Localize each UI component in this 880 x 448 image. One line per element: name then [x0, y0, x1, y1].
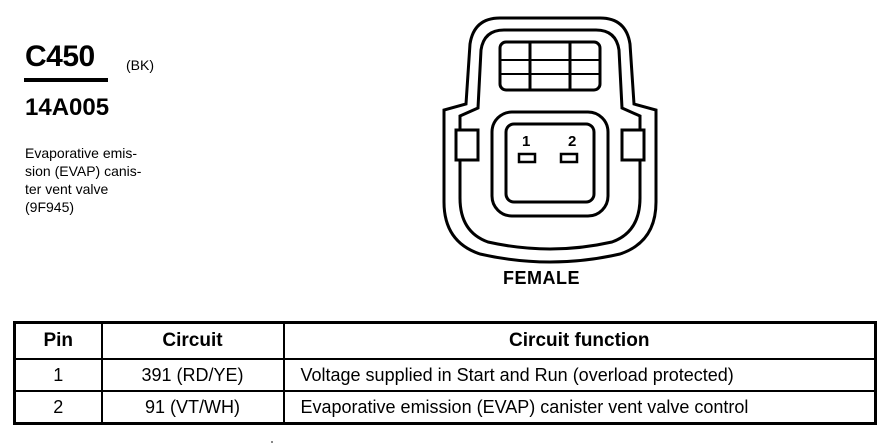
- connector-id: C450: [25, 40, 95, 73]
- view-label: FEMALE: [503, 268, 580, 288]
- connector-face-diagram: 1 2: [442, 16, 658, 264]
- description-line: ter vent valve: [25, 181, 109, 197]
- table-row: 2 91 (VT/WH) Evaporative emission (EVAP)…: [13, 390, 877, 425]
- pin-1-terminal: [517, 152, 537, 164]
- description-line: Evaporative emis-: [25, 145, 138, 161]
- cell-pin: 2: [13, 390, 103, 425]
- pin-table: Pin Circuit Circuit function 1 391 (RD/Y…: [13, 321, 877, 425]
- description-line: sion (EVAP) canis-: [25, 163, 142, 179]
- header-pin: Pin: [13, 321, 103, 360]
- pin-cavity-outer: [490, 110, 610, 218]
- description-line: (9F945): [25, 199, 75, 215]
- pin-2-terminal: [559, 152, 579, 164]
- connector-housing-outer: [442, 16, 658, 264]
- side-tab-left: [454, 128, 480, 162]
- pin-2-label: 2: [568, 133, 576, 150]
- part-number: 14A005: [25, 94, 110, 121]
- pin-cavity-inner: [504, 122, 596, 204]
- component-description: Evaporative emis- sion (EVAP) canis- ter…: [25, 144, 175, 216]
- cell-circuit: 91 (VT/WH): [100, 390, 285, 425]
- color-code: (BK): [126, 57, 154, 73]
- cell-function: Evaporative emission (EVAP) canister ven…: [282, 390, 877, 425]
- header-function: Circuit function: [282, 321, 877, 360]
- connector-housing-inner: [458, 28, 642, 251]
- table-row: 1 391 (RD/YE) Voltage supplied in Start …: [13, 358, 877, 392]
- header-circuit: Circuit: [100, 321, 285, 360]
- pin-1-label: 1: [522, 133, 530, 150]
- connector-id-underline: [24, 78, 108, 82]
- cell-circuit: 391 (RD/YE): [100, 358, 285, 392]
- cell-function: Voltage supplied in Start and Run (overl…: [282, 358, 877, 392]
- side-tab-right: [620, 128, 646, 162]
- cell-pin: 1: [13, 358, 103, 392]
- table-header-row: Pin Circuit Circuit function: [13, 321, 877, 360]
- connector-latch: [498, 40, 602, 92]
- scan-mark: [271, 441, 273, 443]
